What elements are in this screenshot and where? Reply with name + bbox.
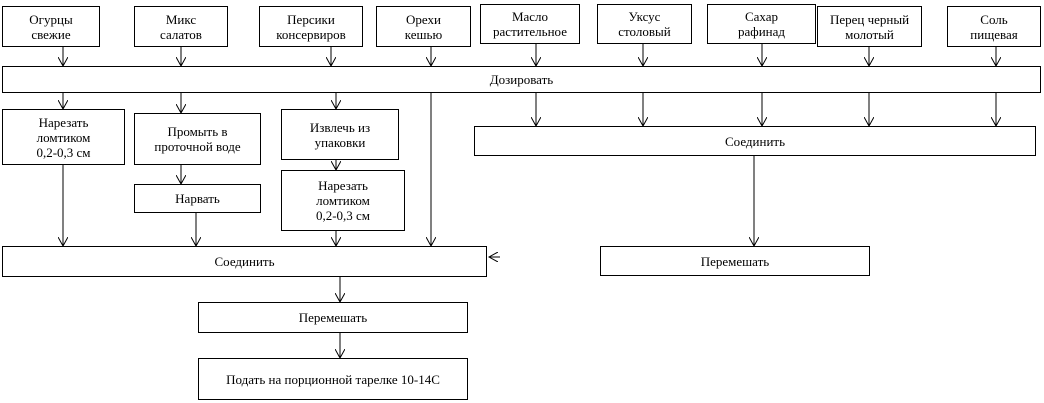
ingredient-salad-mix: Микс салатов [134,6,228,47]
step-tear-salad: Нарвать [134,184,261,213]
step-mix-salad: Перемешать [198,302,468,333]
ingredient-cashews: Орехи кешью [376,6,471,47]
step-combine-dressing: Соединить [474,126,1036,156]
step-dose: Дозировать [2,66,1041,93]
step-serve: Подать на порционной тарелке 10-14С [198,358,468,400]
ingredient-cucumbers: Огурцы свежие [2,6,100,47]
ingredient-pepper: Перец черный молотый [817,6,922,47]
step-rinse-salad: Промыть в проточной воде [134,113,261,165]
ingredient-oil: Масло растительное [480,4,580,44]
ingredient-sugar: Сахар рафинад [707,4,816,44]
step-combine-salad: Соединить [2,246,487,277]
step-remove-peaches: Извлечь из упаковки [281,109,399,160]
step-slice-peaches: Нарезать ломтиком 0,2-0,3 см [281,170,405,231]
ingredient-salt: Соль пищевая [947,6,1041,47]
step-slice-cucumbers: Нарезать ломтиком 0,2-0,3 см [2,109,125,165]
step-mix-dressing: Перемешать [600,246,870,276]
ingredient-peaches: Персики консервиров [259,6,363,47]
ingredient-vinegar: Уксус столовый [597,4,692,44]
